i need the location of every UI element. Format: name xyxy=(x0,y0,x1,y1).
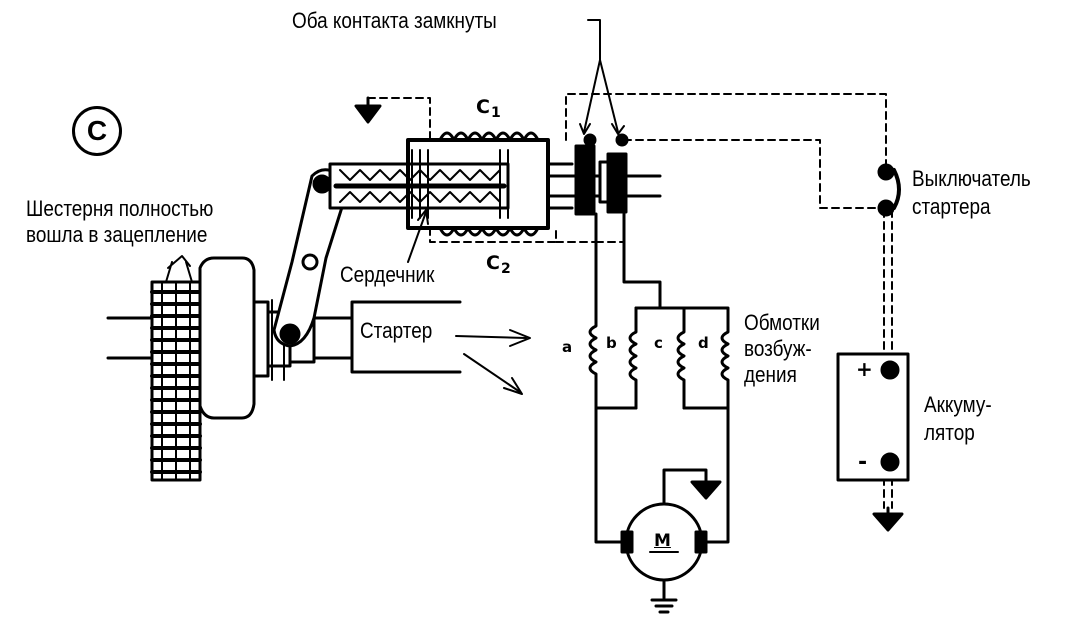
core-pointer xyxy=(407,209,429,263)
winding-c-label: c xyxy=(654,334,663,352)
winding-a-label: a xyxy=(562,338,573,356)
ground-symbol-top xyxy=(354,96,382,124)
field-windings-label-line1: Обмотки xyxy=(744,310,820,335)
field-windings-label-line3: дения xyxy=(744,362,797,387)
motor-symbol-label: M xyxy=(654,531,671,551)
field-windings-label-line2: возбуж- xyxy=(744,336,812,361)
gear-engaged-label-line2: вошла в зацепление xyxy=(26,222,208,247)
field-windings xyxy=(588,310,730,544)
battery-plus-label: + xyxy=(856,357,873,381)
coil-c2-label: C2 xyxy=(486,252,511,277)
starter-label: Стартер xyxy=(360,318,433,343)
starter-switch-label-line2: стартера xyxy=(912,194,991,219)
pinion-gear xyxy=(150,255,202,482)
solenoid xyxy=(328,131,662,237)
battery-label-line2: лятор xyxy=(924,420,975,445)
starter-switch-label-line1: Выключатель xyxy=(912,166,1031,191)
starter-body xyxy=(350,300,462,374)
battery-label-line1: Аккуму- xyxy=(924,392,992,417)
power-wiring xyxy=(594,212,730,332)
motor xyxy=(620,468,722,614)
starter-switch xyxy=(877,163,901,217)
solenoid-contacts xyxy=(574,133,629,216)
winding-d-label: d xyxy=(698,334,709,352)
contacts-pointer xyxy=(579,19,625,135)
battery-minus-label: - xyxy=(858,450,868,475)
gear-engaged-label-line1: Шестерня полностью xyxy=(26,196,214,221)
both-contacts-closed-label: Оба контакта замкнуты xyxy=(292,8,497,33)
figure-marker: C xyxy=(72,106,122,156)
control-wiring xyxy=(367,93,893,509)
coil-c1-label: C1 xyxy=(476,96,501,121)
core-label: Сердечник xyxy=(340,262,435,287)
battery xyxy=(836,352,910,532)
winding-b-label: b xyxy=(606,334,617,352)
starter-pointer xyxy=(455,329,531,395)
shift-lever xyxy=(272,168,350,348)
